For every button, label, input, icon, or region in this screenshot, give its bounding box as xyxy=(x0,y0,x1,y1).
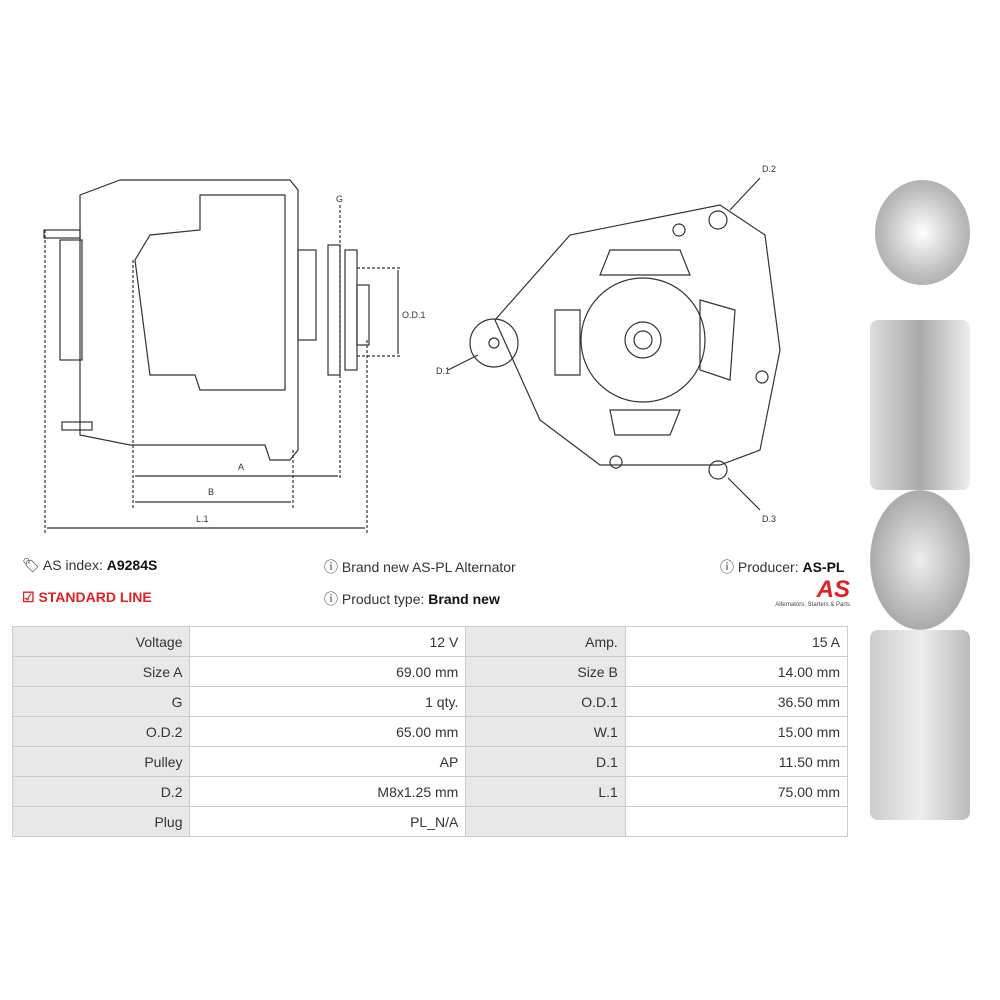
spec-value: 12 V xyxy=(189,626,467,657)
info-icon: ⓘ xyxy=(324,591,338,607)
spec-label: Amp. xyxy=(465,626,626,657)
spec-value: 1 qty. xyxy=(189,686,467,717)
spec-value: 75.00 mm xyxy=(624,776,849,807)
side-view xyxy=(43,179,400,535)
as-logo: AS Alternators, Starters & Parts xyxy=(775,576,850,609)
spec-value: M8x1.25 mm xyxy=(189,776,467,807)
tag-icon: 🏷 xyxy=(22,557,40,573)
label-d3: D.3 xyxy=(762,514,776,524)
label-b: B xyxy=(208,487,214,497)
technical-drawing: G O.D.1 A B L.1 D.2 D.3 D.1 xyxy=(43,164,781,535)
spec-value: 14.00 mm xyxy=(624,656,849,687)
description: ⓘ Brand new AS-PL Alternator xyxy=(324,559,516,575)
product-photos xyxy=(860,160,990,820)
label-d1: D.1 xyxy=(436,366,450,376)
photo-side xyxy=(870,320,970,490)
spec-label xyxy=(465,806,626,837)
photo-side-2 xyxy=(870,630,970,820)
spec-label: D.2 xyxy=(11,776,191,807)
label-l1: L.1 xyxy=(196,514,209,524)
spec-label: O.D.1 xyxy=(465,686,626,717)
product-type: ⓘ Product type: Brand new xyxy=(324,591,500,607)
spec-label: Pulley xyxy=(11,746,191,777)
producer: ⓘ Producer: AS-PL xyxy=(720,559,845,575)
spec-label: G xyxy=(11,686,191,717)
label-d2: D.2 xyxy=(762,164,776,174)
spec-label: Voltage xyxy=(11,626,191,657)
spec-value: AP xyxy=(189,746,467,777)
spec-value xyxy=(624,806,849,837)
as-index: 🏷 AS index: A9284S xyxy=(22,557,158,573)
checkbox-icon: ☑ xyxy=(22,589,35,605)
front-view xyxy=(447,177,781,511)
photo-front xyxy=(870,160,970,320)
info-icon: ⓘ xyxy=(324,559,338,575)
label-a: A xyxy=(238,462,244,472)
spec-label: W.1 xyxy=(465,716,626,747)
spec-label: D.1 xyxy=(465,746,626,777)
spec-label: Plug xyxy=(11,806,191,837)
spec-value: PL_N/A xyxy=(189,806,467,837)
label-g: G xyxy=(336,194,343,204)
label-od1: O.D.1 xyxy=(402,310,426,320)
spec-label: Size B xyxy=(465,656,626,687)
photo-back xyxy=(870,490,970,630)
spec-value: 65.00 mm xyxy=(189,716,467,747)
spec-value: 15 A xyxy=(624,626,849,657)
spec-value: 15.00 mm xyxy=(624,716,849,747)
spec-label: L.1 xyxy=(465,776,626,807)
spec-label: Size A xyxy=(11,656,191,687)
spec-value: 36.50 mm xyxy=(624,686,849,717)
spec-value: 11.50 mm xyxy=(624,746,849,777)
spec-label: O.D.2 xyxy=(11,716,191,747)
standard-line: ☑ STANDARD LINE xyxy=(22,589,152,605)
info-icon: ⓘ xyxy=(720,559,734,575)
spec-value: 69.00 mm xyxy=(189,656,467,687)
